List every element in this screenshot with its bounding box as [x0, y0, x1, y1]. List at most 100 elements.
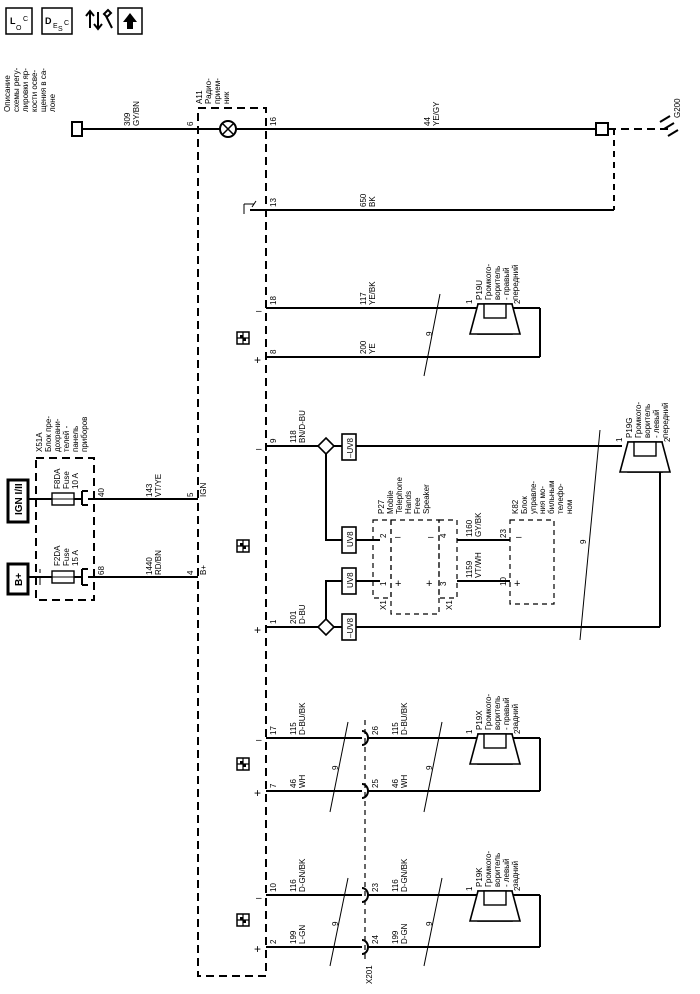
svg-text:10: 10 — [269, 883, 278, 892]
svg-text:C: C — [64, 20, 69, 27]
svg-text:RD/BN: RD/BN — [154, 550, 163, 575]
svg-text:UV8: UV8 — [346, 572, 355, 588]
svg-text:S: S — [58, 26, 63, 33]
p27-desc-line: Hands — [404, 491, 413, 514]
svg-text:650: 650 — [359, 193, 368, 207]
p19g-desc-line: передний — [661, 402, 670, 438]
svg-text:X1: X1 — [379, 600, 388, 610]
svg-text:1440: 1440 — [145, 557, 154, 575]
p27-desc-line: Telephone — [395, 477, 404, 514]
svg-text:YE/BK: YE/BK — [368, 281, 377, 305]
loc-O: O — [16, 25, 22, 32]
svg-text:+: + — [254, 786, 261, 800]
svg-text:199: 199 — [391, 930, 400, 944]
svg-text:1: 1 — [615, 437, 624, 442]
svg-text:2: 2 — [513, 886, 522, 891]
svg-text:10 A: 10 A — [71, 472, 80, 489]
radio-desc-line: прием- — [213, 78, 222, 104]
svg-text:16: 16 — [269, 117, 278, 126]
svg-text:10: 10 — [499, 577, 508, 586]
svg-text:P19K: P19K — [475, 867, 484, 887]
fuse-desc-line: панель — [71, 426, 80, 452]
p19x-desc-line: задний — [511, 704, 520, 730]
svg-text:116: 116 — [391, 879, 400, 892]
svg-text:IGN: IGN — [199, 483, 208, 497]
illum-desc-line: схемы регу- — [12, 67, 21, 112]
svg-text:3: 3 — [439, 581, 448, 586]
svg-text:9: 9 — [425, 331, 434, 336]
illum-desc-line: кости осве- — [30, 70, 39, 112]
ign-power-source: IGN I/II — [6, 478, 30, 524]
location-view-button[interactable]: L O C — [5, 7, 33, 35]
svg-text:F2DA: F2DA — [53, 545, 62, 566]
svg-text:–UV8: –UV8 — [346, 437, 355, 458]
illum-desc-line: лировки яр- — [21, 68, 30, 112]
svg-text:9: 9 — [331, 921, 340, 926]
illumination-lamp — [198, 120, 266, 138]
svg-text:GY/BN: GY/BN — [132, 101, 141, 126]
fuse-f2da: F2DA Fuse 15 A — [39, 545, 88, 586]
svg-text:1: 1 — [465, 729, 474, 734]
svg-text:116: 116 — [289, 879, 298, 892]
k82-desc-line: телефо- — [556, 483, 565, 514]
amp-symbol-4 — [236, 913, 250, 927]
svg-text:24: 24 — [371, 935, 380, 944]
svg-text:18: 18 — [269, 296, 278, 305]
svg-text:K82: K82 — [511, 499, 520, 514]
repair-info-button[interactable] — [85, 8, 113, 31]
svg-text:17: 17 — [269, 726, 278, 735]
svg-text:68: 68 — [97, 566, 106, 575]
navigate-up-button[interactable] — [117, 7, 143, 35]
svg-text:L-GN: L-GN — [298, 925, 307, 944]
twist-marker-phone — [579, 429, 601, 641]
k82-desc-line: Блок — [520, 496, 529, 514]
svg-text:BK: BK — [368, 196, 377, 207]
svg-text:–: – — [428, 532, 434, 543]
svg-text:1160: 1160 — [465, 519, 474, 537]
p19x-desc-line: Громкого- — [484, 693, 493, 730]
illum-desc-line: щения в са- — [39, 68, 48, 112]
svg-text:9: 9 — [579, 539, 588, 544]
p19u-desc-line: воритель — [493, 266, 502, 300]
svg-text:4: 4 — [186, 570, 195, 575]
description-view-button[interactable]: D E S C — [41, 7, 73, 35]
svg-text:–: – — [256, 735, 262, 746]
svg-text:WH: WH — [298, 774, 307, 788]
svg-text:D-BU/BK: D-BU/BK — [400, 702, 409, 735]
svg-text:+: + — [254, 942, 261, 956]
svg-text:VT/WH: VT/WH — [474, 552, 483, 578]
svg-text:40: 40 — [97, 488, 106, 497]
fuse-desc-line: телей - — [62, 425, 71, 452]
svg-text:–: – — [516, 532, 522, 543]
svg-text:E: E — [53, 23, 58, 30]
svg-text:46: 46 — [391, 779, 400, 788]
arrows-wrench-icon — [85, 8, 113, 31]
svg-text:D: D — [45, 16, 52, 26]
svg-text:WH: WH — [400, 774, 409, 788]
loc-L: L — [10, 16, 16, 26]
svg-text:P19G: P19G — [625, 418, 634, 438]
svg-text:Fuse: Fuse — [62, 471, 71, 489]
svg-text:1159: 1159 — [465, 560, 474, 578]
k82-desc-line: ном — [565, 500, 574, 514]
svg-text:A11: A11 — [195, 90, 204, 104]
svg-text:1: 1 — [269, 619, 278, 624]
svg-text:Fuse: Fuse — [62, 548, 71, 566]
svg-text:F8DA: F8DA — [53, 468, 62, 489]
radio-desc-line: ник — [222, 91, 231, 104]
p27-desc-line: Speaker — [422, 484, 431, 514]
svg-text:309: 309 — [123, 112, 132, 126]
svg-text:D-GN/BK: D-GN/BK — [298, 858, 307, 892]
fuse-desc-line: Блок пре- — [44, 416, 53, 452]
fuse-desc-line: дохрани- — [53, 418, 62, 452]
ground-icon — [659, 115, 679, 137]
p19x-desc-line: - правый — [502, 697, 511, 730]
svg-text:118: 118 — [289, 430, 298, 443]
p19g-desc-line: - левый — [652, 410, 661, 438]
amp-symbol-1 — [236, 331, 250, 345]
svg-text:4: 4 — [439, 533, 448, 538]
svg-text:201: 201 — [289, 610, 298, 624]
